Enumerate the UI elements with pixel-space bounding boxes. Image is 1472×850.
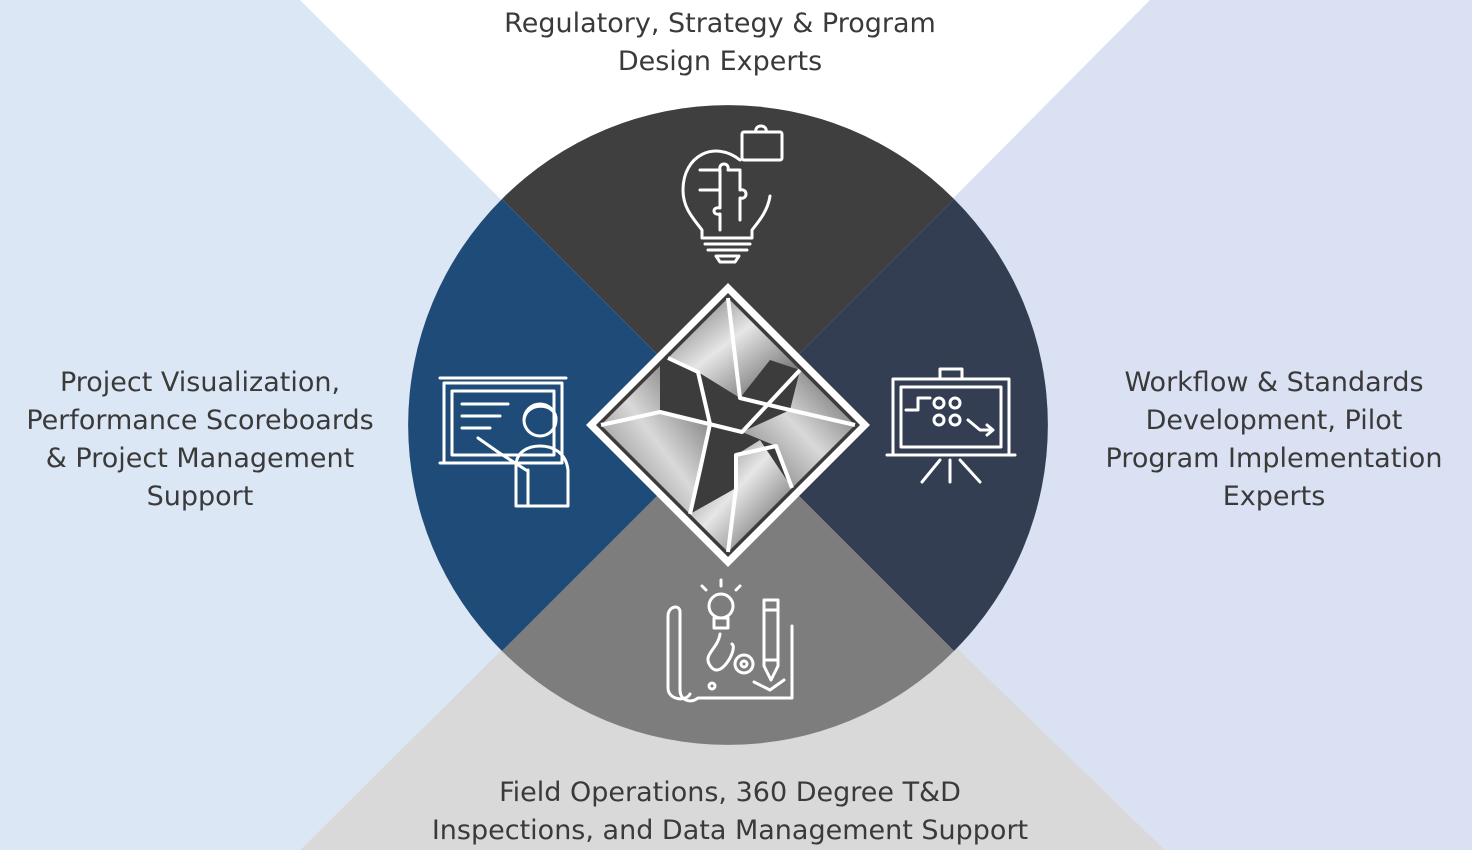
segment-bottom — [502, 425, 954, 745]
segment-circle — [408, 105, 1048, 745]
lightbulb-puzzle-icon — [681, 124, 784, 264]
segment-top — [502, 105, 954, 426]
segment-right — [728, 199, 1048, 651]
background-left-quadrant — [0, 0, 728, 850]
easel-flowchart-icon — [885, 367, 1017, 484]
puzzle-arrows-icon — [586, 283, 870, 567]
presenter-whiteboard-icon — [438, 376, 570, 508]
segment-bottom-label: Field Operations, 360 Degree T&D Inspect… — [431, 777, 1029, 846]
blueprint-pencil-icon — [666, 578, 794, 703]
segment-right-label: Workflow & Standards Development, Pilot … — [1105, 367, 1443, 512]
segment-left — [408, 199, 728, 651]
segment-top-label: Regulatory, Strategy & Program Design Ex… — [504, 8, 936, 77]
background-right-quadrant — [728, 0, 1472, 850]
segment-left-label: Project Visualization, Performance Score… — [26, 367, 374, 512]
